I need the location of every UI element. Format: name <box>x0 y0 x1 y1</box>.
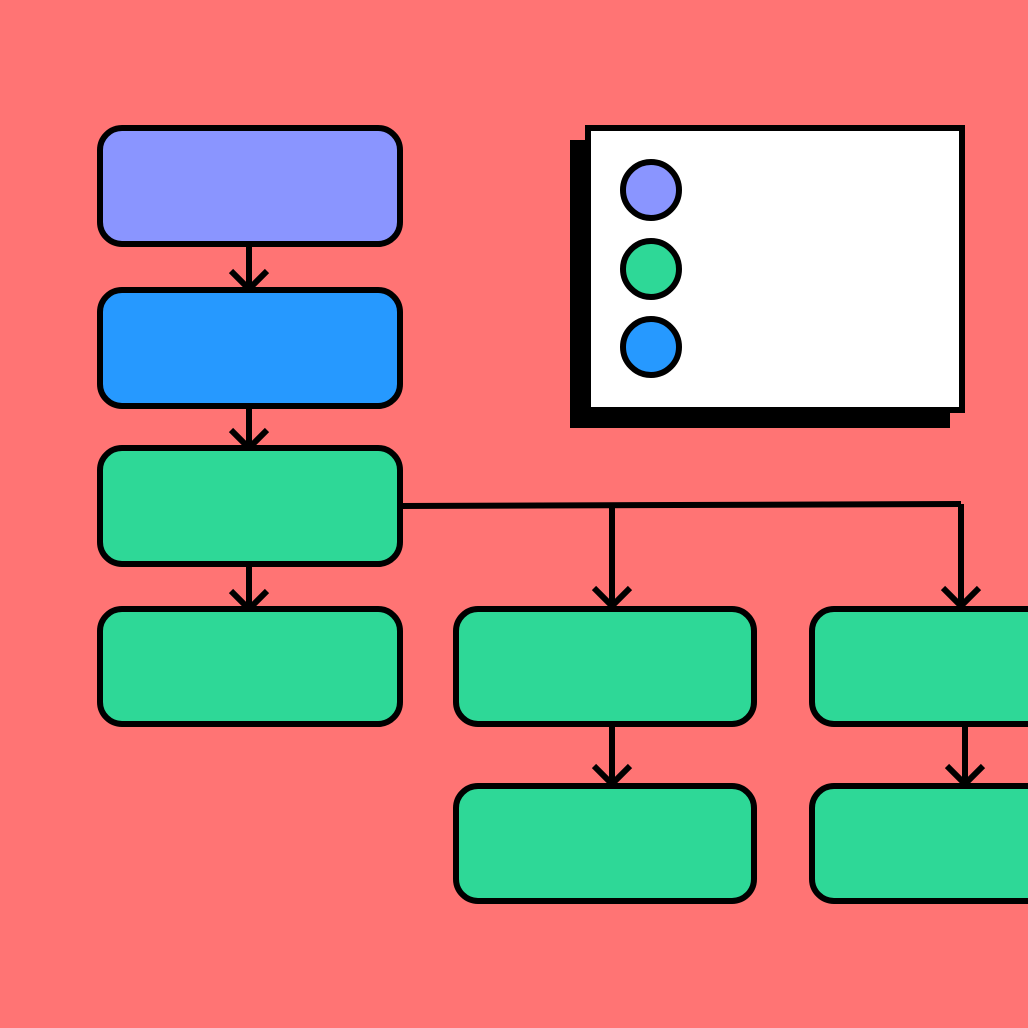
edge-node-3-branch <box>399 501 962 509</box>
node-5 <box>453 606 757 727</box>
legend-marker-green <box>620 238 682 300</box>
node-7 <box>453 783 757 904</box>
flowchart-nodes <box>97 125 1028 904</box>
legend-marker-periwinkle <box>620 159 682 221</box>
node-2 <box>97 287 403 409</box>
legend-panel <box>570 125 965 428</box>
node-8 <box>809 783 1028 904</box>
node-6 <box>809 606 1028 727</box>
legend-marker-blue <box>620 316 682 378</box>
node-4 <box>97 606 403 727</box>
node-3 <box>97 445 403 567</box>
node-1 <box>97 125 403 247</box>
